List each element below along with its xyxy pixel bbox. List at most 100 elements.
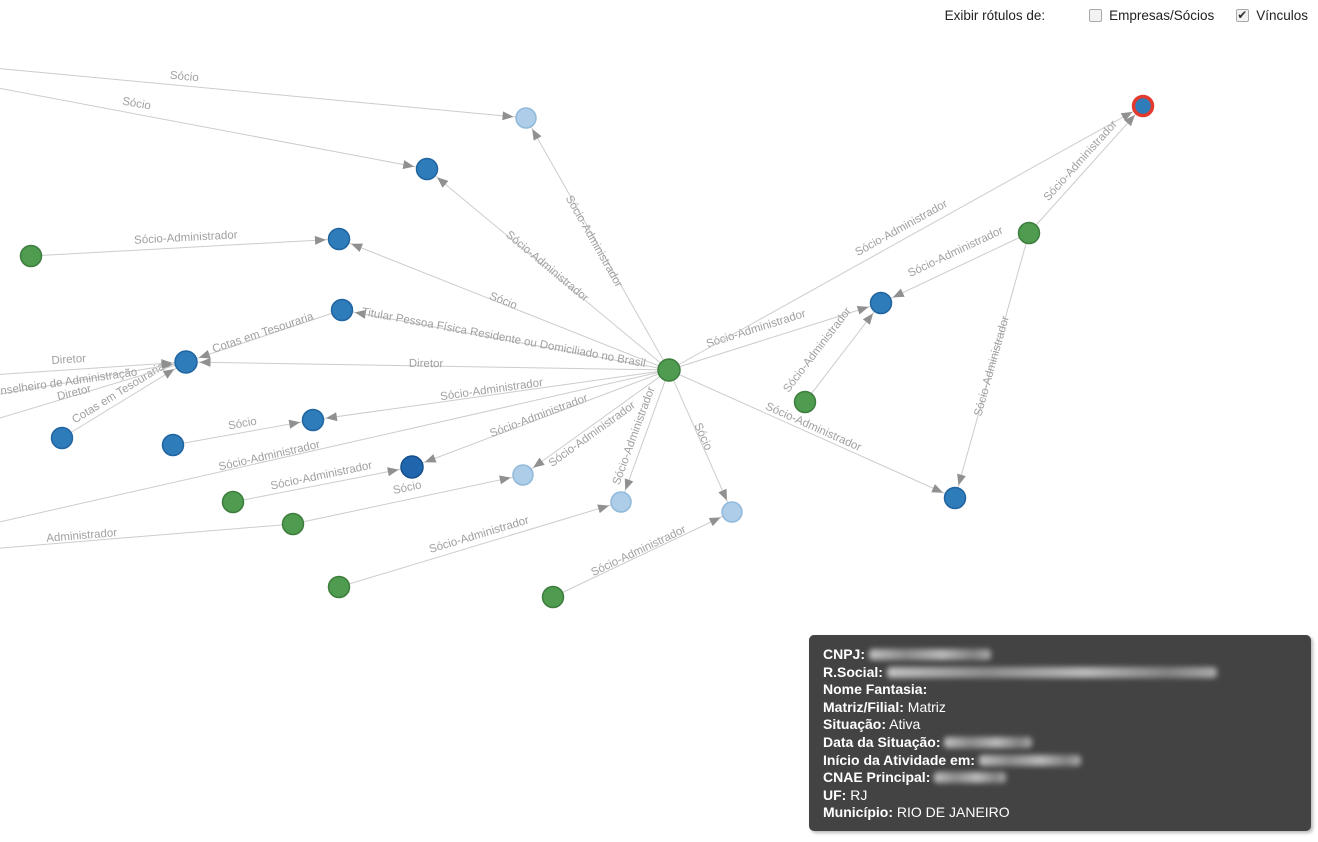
- tooltip-field-label: CNAE Principal:: [823, 769, 931, 786]
- graph-edge: [341, 309, 670, 371]
- edge-arrowhead-icon: [597, 504, 610, 514]
- edge-arrowhead-icon: [533, 457, 545, 468]
- edge-arrowhead-icon: [957, 473, 966, 486]
- edge-arrowhead-icon: [199, 357, 211, 367]
- tooltip-field: Nome Fantasia:: [823, 681, 1297, 699]
- graph-edge: [880, 232, 1030, 304]
- edge-label: Sócio-Administrador: [218, 439, 322, 474]
- graph-node[interactable]: [50, 426, 74, 450]
- graph-node[interactable]: [330, 298, 354, 322]
- graph-edge: [0, 87, 428, 170]
- graph-node[interactable]: [161, 433, 185, 457]
- graph-node[interactable]: [512, 464, 534, 486]
- tooltip-field: Matriz/Filial: Matriz: [823, 699, 1297, 717]
- graph-edge: [411, 369, 670, 468]
- graph-edge: [668, 369, 956, 499]
- edge-arrowhead-icon: [718, 488, 727, 501]
- tooltip-field-label: Data da Situação:: [823, 733, 941, 750]
- graph-edge: [0, 361, 187, 419]
- edge-label: Sócio: [169, 70, 199, 85]
- graph-edge: [1028, 105, 1144, 234]
- tooltip-field: R.Social:: [823, 664, 1297, 682]
- graph-edge: [426, 168, 670, 371]
- edge-arrowhead-icon: [424, 454, 437, 463]
- graph-node[interactable]: [1017, 221, 1041, 245]
- edge-arrowhead-icon: [437, 177, 449, 188]
- controls-caption: Exibir rótulos de:: [944, 8, 1046, 23]
- tooltip-field-value: RJ: [846, 786, 868, 803]
- tooltip-redacted-value: [978, 754, 1081, 766]
- graph-node[interactable]: [400, 455, 424, 479]
- edge-label: Sócio-Administrador: [705, 308, 808, 351]
- edge-arrowhead-icon: [931, 484, 944, 493]
- graph-edge: [668, 369, 733, 513]
- edge-label: Diretor: [409, 358, 444, 371]
- graph-edge: [552, 511, 733, 598]
- graph-node[interactable]: [721, 501, 743, 523]
- graph-node[interactable]: [515, 107, 537, 129]
- edge-arrowhead-icon: [351, 243, 363, 253]
- edge-arrowhead-icon: [708, 517, 721, 527]
- graph-node[interactable]: [19, 244, 43, 268]
- edge-label: Sócio-Administrador: [269, 460, 373, 493]
- graph-node[interactable]: [610, 491, 632, 513]
- graph-node[interactable]: [541, 585, 565, 609]
- graph-edge: [668, 105, 1144, 371]
- tooltip-field: Data da Situação:: [823, 734, 1297, 752]
- edge-arrowhead-icon: [892, 288, 905, 298]
- graph-node[interactable]: [281, 512, 305, 536]
- tooltip-field: Situação: Ativa: [823, 716, 1297, 734]
- empresas-socios-checkbox[interactable]: [1089, 9, 1103, 22]
- graph-node[interactable]: [301, 408, 325, 432]
- edge-label: Sócio-Administrador: [589, 524, 688, 579]
- graph-node[interactable]: [327, 227, 351, 251]
- graph-node[interactable]: [327, 575, 351, 599]
- edge-arrowhead-icon: [288, 419, 301, 429]
- graph-node[interactable]: [221, 490, 245, 514]
- graph-edge: [0, 361, 187, 375]
- edge-arrowhead-icon: [1124, 114, 1135, 127]
- graph-node-selected[interactable]: [1131, 94, 1155, 118]
- graph-node[interactable]: [174, 350, 198, 374]
- tooltip-field-label: CNPJ:: [823, 646, 866, 662]
- graph-edge: [525, 117, 670, 371]
- tooltip-field-label: R.Social:: [823, 663, 883, 680]
- edge-label: Diretor: [51, 353, 86, 367]
- vinculos-checkbox-label: Vínculos: [1256, 8, 1308, 23]
- edge-label: Sócio-Administrador: [972, 315, 1011, 418]
- tooltip-redacted-value: [886, 666, 1217, 678]
- graph-node[interactable]: [943, 486, 967, 510]
- graph-edge: [292, 474, 524, 525]
- graph-node[interactable]: [869, 291, 893, 315]
- edge-label: Sócio-Administrador: [134, 229, 238, 246]
- graph-node[interactable]: [793, 390, 817, 414]
- edge-label: Sócio-Administrador: [1042, 118, 1120, 203]
- graph-edge: [0, 361, 187, 395]
- tooltip-field: CNAE Principal:: [823, 769, 1297, 787]
- graph-node[interactable]: [415, 157, 439, 181]
- tooltip-field: Município: RIO DE JANEIRO: [823, 804, 1297, 822]
- edge-label: Sócio: [488, 290, 519, 312]
- graph-edge: [0, 523, 294, 549]
- graph-edge: [954, 232, 1030, 499]
- node-tooltip: CNPJ:R.Social:Nome Fantasia:Matriz/Filia…: [809, 635, 1311, 831]
- tooltip-field-value: Matriz: [903, 698, 946, 715]
- graph-edge: [185, 361, 670, 371]
- graph-node-hub[interactable]: [657, 358, 681, 382]
- vinculos-checkbox[interactable]: [1236, 8, 1250, 22]
- tooltip-field-label: Nome Fantasia:: [823, 681, 928, 698]
- graph-edge: [0, 68, 527, 119]
- edge-label: Administrador: [46, 527, 118, 545]
- edge-arrowhead-icon: [354, 309, 367, 319]
- edge-label: Sócio-Administrador: [503, 229, 590, 304]
- graph-edge: [232, 466, 413, 503]
- edge-arrowhead-icon: [862, 313, 874, 325]
- checkbox-group-vinculos[interactable]: Vínculos: [1236, 8, 1308, 23]
- checkbox-group-empresas-socios[interactable]: Empresas/Sócios: [1089, 8, 1214, 23]
- graph-edge: [668, 302, 882, 371]
- tooltip-redacted-value: [869, 649, 992, 660]
- edge-label: Sócio: [121, 96, 151, 113]
- label-controls: Exibir rótulos de: Empresas/Sócios Víncu…: [945, 8, 1308, 23]
- edge-arrowhead-icon: [624, 478, 634, 491]
